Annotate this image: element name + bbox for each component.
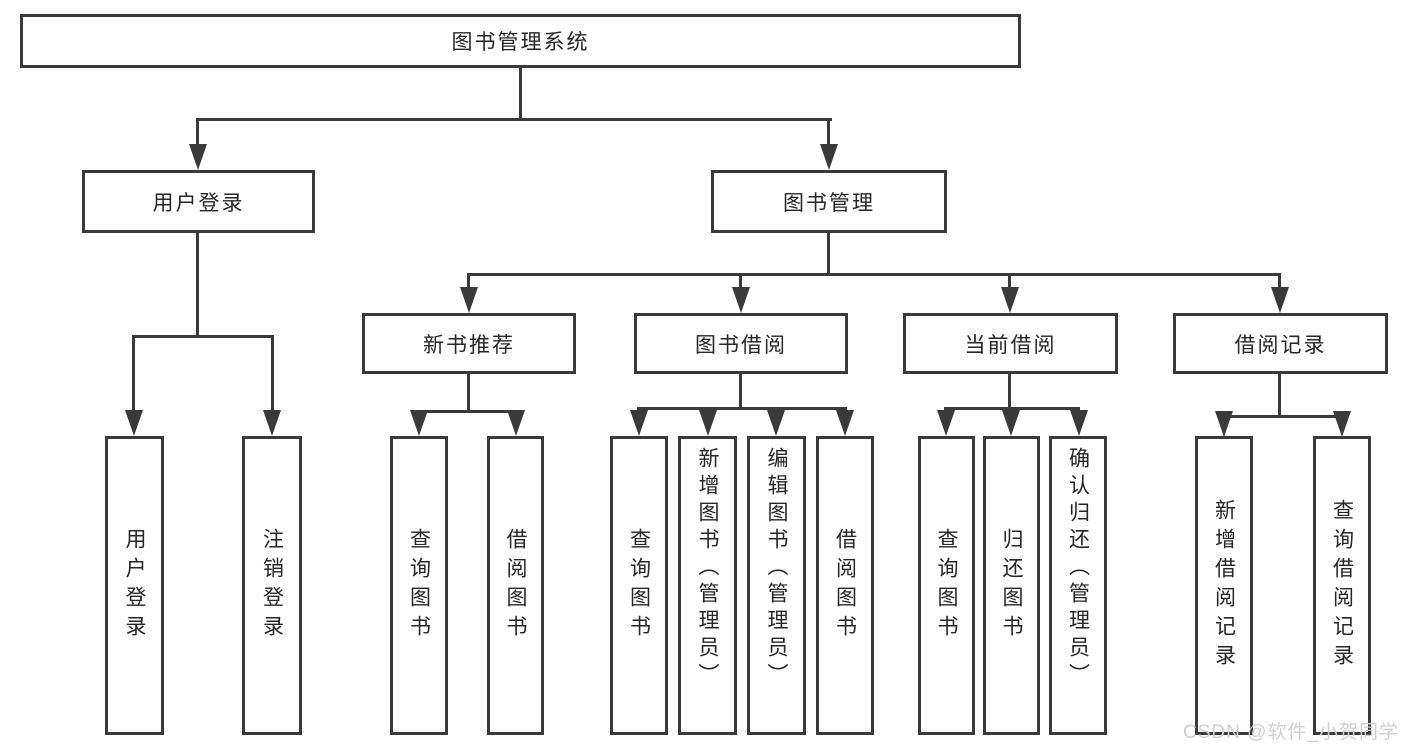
leaf-records-query-record: 查询借阅记录 [1313,436,1371,735]
connector [1008,374,1011,410]
connector [519,68,522,118]
leaf-logout-login: 注销登录 [242,436,302,735]
arrow-down-icon [125,410,143,436]
leaf-borrow-query-books: 查询图书 [610,436,668,735]
node-book-borrowing: 图书借阅 [634,313,848,374]
leaf-rec-borrow-books: 借阅图书 [487,436,544,735]
arrow-down-icon [189,144,207,170]
node-label: 借阅记录 [1234,333,1327,357]
leaf-label: 编辑图书（管理员） [765,447,788,690]
arrow-down-icon [820,144,838,170]
arrow-down-icon [630,410,648,436]
arrow-down-icon [507,410,525,436]
leaf-label: 注销登录 [260,527,284,644]
connector [417,410,517,413]
connector [1008,273,1011,293]
connector [196,118,832,121]
node-label: 图书借阅 [695,333,787,357]
leaf-records-add-record: 新增借阅记录 [1195,436,1253,735]
leaf-current-query-books: 查询图书 [918,436,975,735]
connector [637,407,847,410]
connector [132,335,274,338]
arrow-down-icon [836,410,854,436]
arrow-down-icon [1271,287,1289,313]
connector [739,273,742,293]
leaf-user-login: 用户登录 [105,436,164,735]
node-current-borrowing: 当前借阅 [903,313,1118,374]
node-library-management-system: 图书管理系统 [20,14,1021,68]
leaf-label: 查询图书 [935,527,958,644]
leaf-label: 查询借阅记录 [1330,498,1354,673]
leaf-label: 归还图书 [1000,527,1023,644]
leaf-label: 借阅图书 [504,527,527,644]
arrow-down-icon [1002,410,1020,436]
connector [467,374,470,410]
leaf-borrow-add-books-admin: 新增图书（管理员） [678,436,737,735]
connector [196,118,199,150]
csdn-watermark: CSDN @软件_小贺同学 [1183,722,1399,743]
connector [467,273,470,293]
connector [827,118,830,150]
node-new-book-recommend: 新书推荐 [362,313,576,374]
node-user-login: 用户登录 [82,170,315,233]
connector [739,374,742,410]
arrow-down-icon [1001,287,1019,313]
arrow-down-icon [410,410,428,436]
leaf-borrow-edit-books-admin: 编辑图书（管理员） [747,436,806,735]
connector [944,407,1080,410]
connector [467,273,1281,276]
node-label: 图书管理系统 [451,31,590,54]
connector [827,233,830,273]
leaf-label: 借阅图书 [833,527,857,644]
node-book-management: 图书管理 [711,170,947,233]
arrow-down-icon [732,287,750,313]
leaf-label: 查询图书 [407,527,431,644]
leaf-current-return-books: 归还图书 [983,436,1040,735]
connector [196,233,199,335]
leaf-rec-query-books: 查询图书 [390,436,448,735]
connector [132,335,135,417]
node-label: 图书管理 [783,191,875,215]
connector [1278,374,1281,415]
leaf-label: 用户登录 [123,527,146,644]
leaf-borrow-borrow-books: 借阅图书 [816,436,874,735]
leaf-current-confirm-return-admin: 确认归还（管理员） [1049,436,1107,735]
arrow-down-icon [460,287,478,313]
node-label: 用户登录 [152,191,245,215]
node-label: 当前借阅 [964,333,1057,357]
arrow-down-icon [767,410,785,436]
leaf-label: 新增借阅记录 [1212,498,1236,673]
leaf-label: 确认归还（管理员） [1066,447,1090,690]
arrow-down-icon [263,410,281,436]
arrow-down-icon [1215,411,1233,437]
arrow-down-icon [699,410,717,436]
node-borrowing-records: 借阅记录 [1173,313,1388,374]
leaf-label: 查询图书 [627,527,651,644]
arrow-down-icon [1333,411,1351,437]
arrow-down-icon [937,410,955,436]
connector [1278,273,1281,293]
connector [1222,415,1343,418]
connector [271,335,274,417]
node-label: 新书推荐 [423,333,515,357]
arrow-down-icon [1070,410,1088,436]
leaf-label: 新增图书（管理员） [696,447,719,690]
